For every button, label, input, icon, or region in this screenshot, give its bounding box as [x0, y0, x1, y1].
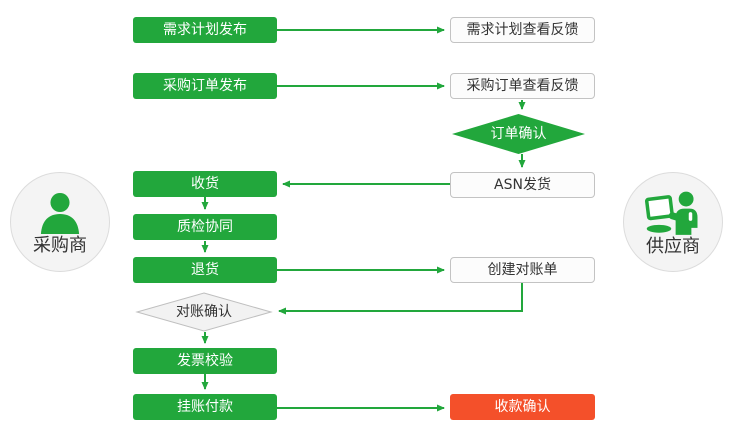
actor-supplier: 供应商 [623, 172, 723, 272]
supplier-laptop-person-icon [645, 191, 698, 235]
node-create-statement: 创建对账单 [450, 257, 595, 283]
node-statement-confirm: 对账确认 [135, 292, 273, 332]
order-confirm-label: 订单确认 [490, 126, 547, 142]
node-receipt-confirm: 收款确认 [450, 394, 595, 420]
node-po-publish: 采购订单发布 [133, 73, 277, 99]
buyer-label: 采购商 [33, 234, 87, 256]
node-receive: 收货 [133, 171, 277, 197]
node-asn-ship: ASN发货 [450, 172, 595, 198]
node-invoice-verify: 发票校验 [133, 348, 277, 374]
node-demand-plan-feedback: 需求计划查看反馈 [450, 17, 595, 43]
statement-confirm-label: 对账确认 [176, 304, 232, 320]
node-po-feedback: 采购订单查看反馈 [450, 73, 595, 99]
node-return-goods: 退货 [133, 257, 277, 283]
node-quality-check: 质检协同 [133, 214, 277, 240]
node-order-confirm: 订单确认 [452, 114, 585, 154]
buyer-person-icon [40, 192, 80, 234]
node-payment: 挂账付款 [133, 394, 277, 420]
supplier-label: 供应商 [646, 235, 700, 257]
node-demand-plan-publish: 需求计划发布 [133, 17, 277, 43]
actor-buyer: 采购商 [10, 172, 110, 272]
